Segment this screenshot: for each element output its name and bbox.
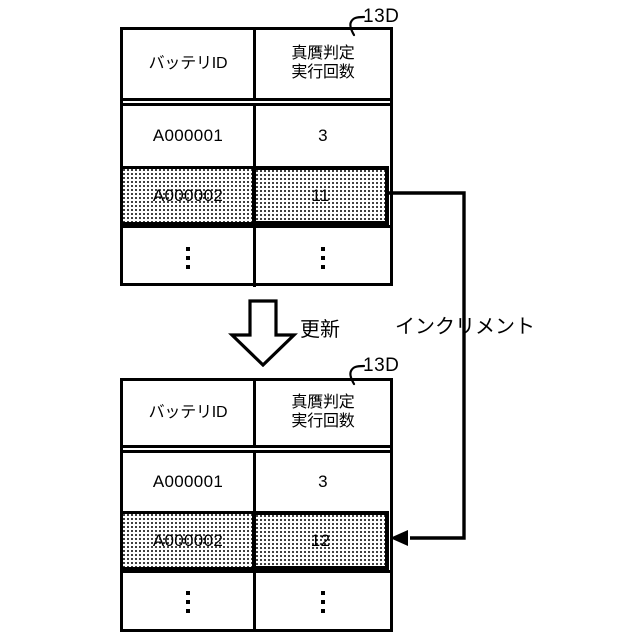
cell-text: A000001 [152, 126, 224, 145]
cell-text: A000001 [152, 472, 224, 491]
table-before-update: バッテリID 真贋判定 実行回数 A000001 3 A000002 11 [120, 27, 393, 287]
table-row-highlighted: A000002 11 [123, 166, 390, 225]
cell-auth-count: 3 [253, 106, 390, 166]
update-arrow-icon [228, 299, 298, 367]
callout-leader-line-top [349, 15, 366, 37]
table-body-top: A000001 3 A000002 11 [123, 106, 390, 287]
table-header-row-bottom: バッテリID 真贋判定 実行回数 [123, 381, 390, 445]
column-header-battery-id-bottom: バッテリID [148, 403, 228, 421]
cell-text: 11 [311, 185, 330, 205]
cell-battery-id: A000001 [123, 453, 253, 511]
cell-auth-count-emphasized: 11 [252, 166, 389, 225]
cell-auth-count: 3 [253, 453, 390, 511]
table-row-ellipsis [123, 570, 390, 630]
table-row: A000001 3 [123, 106, 390, 166]
vertical-ellipsis-icon [186, 590, 190, 613]
cell-auth-count-ellipsis [253, 228, 390, 287]
vertical-ellipsis-icon [321, 246, 325, 269]
reference-numeral-bottom: 13D [363, 355, 400, 376]
cell-battery-id: A000001 [123, 106, 253, 166]
cell-text: 12 [310, 530, 331, 550]
table-row-highlighted: A000002 12 [123, 511, 390, 570]
column-header-auth-count-top: 真贋判定 実行回数 [253, 30, 390, 98]
increment-label: インクリメント [395, 316, 535, 338]
vertical-ellipsis-icon [321, 590, 325, 613]
cell-text: A000002 [152, 185, 224, 205]
table-after-update: バッテリID 真贋判定 実行回数 A000001 3 A000002 12 [120, 378, 393, 632]
reference-numeral-top: 13D [363, 6, 400, 27]
cell-battery-id-ellipsis [123, 573, 253, 630]
header-double-rule-top [123, 98, 390, 106]
cell-text: A000002 [152, 530, 224, 550]
cell-battery-id-highlighted: A000002 [123, 511, 253, 570]
table-row: A000001 3 [123, 453, 390, 511]
cell-battery-id-highlighted: A000002 [123, 166, 253, 225]
increment-connector-line [388, 191, 466, 546]
cell-auth-count-ellipsis [253, 573, 390, 630]
table-row-ellipsis [123, 225, 390, 287]
header-double-rule-bottom [123, 445, 390, 453]
table-body-bottom: A000001 3 A000002 12 [123, 453, 390, 630]
vertical-ellipsis-icon [186, 246, 190, 269]
cell-auth-count-emphasized: 12 [252, 511, 389, 570]
table-header-row-top: バッテリID 真贋判定 実行回数 [123, 30, 390, 98]
update-label: 更新 [300, 319, 340, 341]
column-header-auth-count-bottom: 真贋判定 実行回数 [253, 381, 390, 445]
column-header-battery-id-top: バッテリID [148, 54, 228, 72]
callout-leader-line-bottom [349, 364, 366, 386]
cell-battery-id-ellipsis [123, 228, 253, 287]
cell-text: 3 [318, 126, 328, 145]
cell-text: 3 [318, 472, 328, 491]
